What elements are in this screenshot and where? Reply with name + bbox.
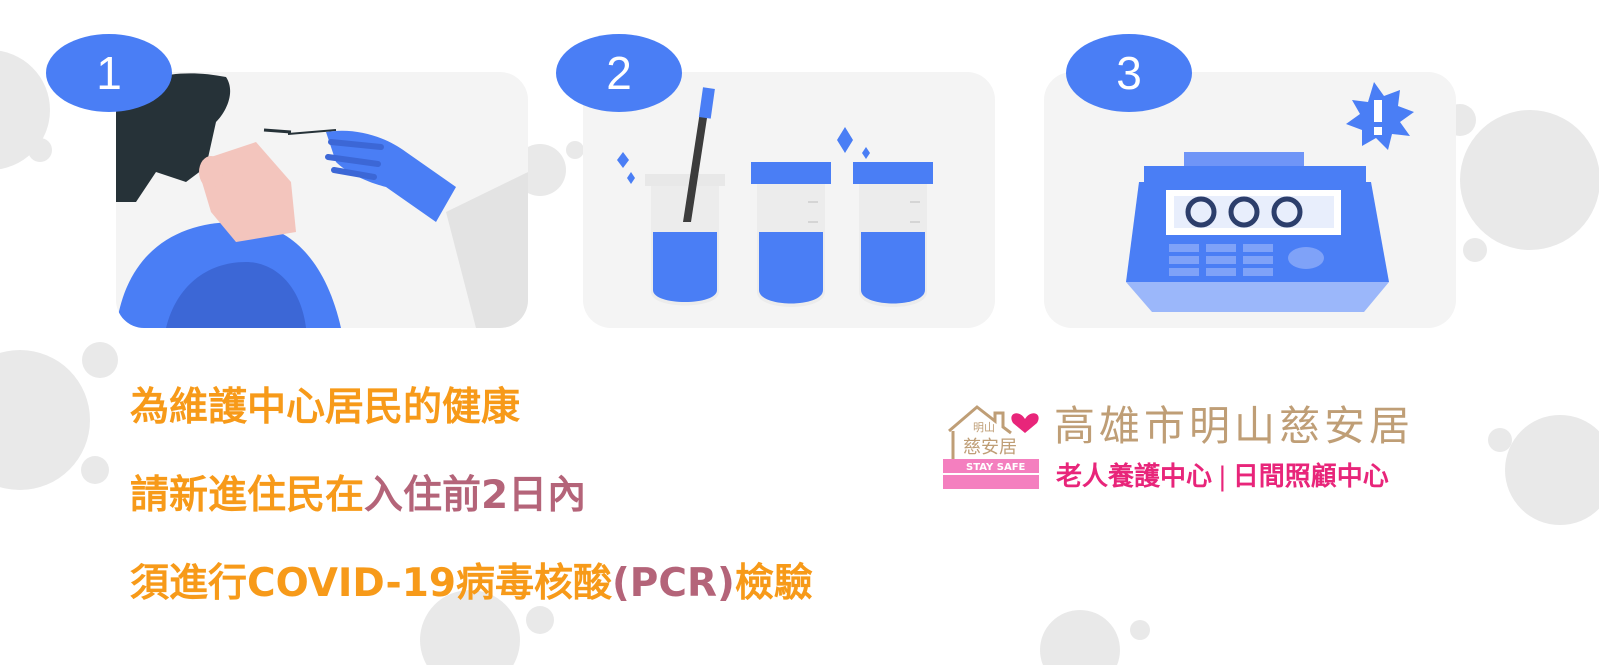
step-1-panel (116, 72, 528, 328)
organization-sub-right: 日間照顧中心 (1232, 462, 1389, 492)
step-3-panel (1044, 72, 1456, 328)
message-line-2-part-2: 入住前2日內 (364, 473, 587, 518)
organization-sub-separator: | (1218, 462, 1227, 492)
message-line-3: 須進行COVID-19病毒核酸(PCR)檢驗 (130, 552, 813, 608)
step-2-panel (583, 72, 995, 328)
message-line-3-part-1: 須進行COVID-19病毒核酸 (130, 561, 612, 606)
organization-sub-left: 老人養護中心 (1056, 462, 1213, 492)
message-line-3-part-3: 檢驗 (734, 561, 813, 606)
message-line-3-part-2: (PCR) (611, 561, 735, 606)
logo-ribbon-text: STAY SAFE (966, 462, 1026, 473)
logo-mark-top-text: 明山 (973, 421, 995, 434)
test-tubes-illustration (617, 87, 933, 307)
organization-logo: 明山 慈安居 STAY SAFE (943, 405, 1039, 489)
step-2-badge: 2 (556, 34, 682, 112)
nasal-swab-illustration (116, 73, 528, 328)
pcr-machine-illustration (1126, 82, 1414, 312)
message-line-2: 請新進住民在入住前2日內 (130, 464, 586, 520)
message-line-2-part-1: 請新進住民在 (130, 473, 365, 518)
logo-mark-main-text: 慈安居 (963, 437, 1017, 458)
organization-name: 高雄市明山慈安居 (1054, 402, 1414, 450)
step-3-badge: 3 (1066, 34, 1192, 112)
step-1-badge: 1 (46, 34, 172, 112)
message-line-1: 為維護中心居民的健康 (130, 385, 521, 430)
organization-subtitle: 老人養護中心|日間照顧中心 (1056, 456, 1389, 493)
